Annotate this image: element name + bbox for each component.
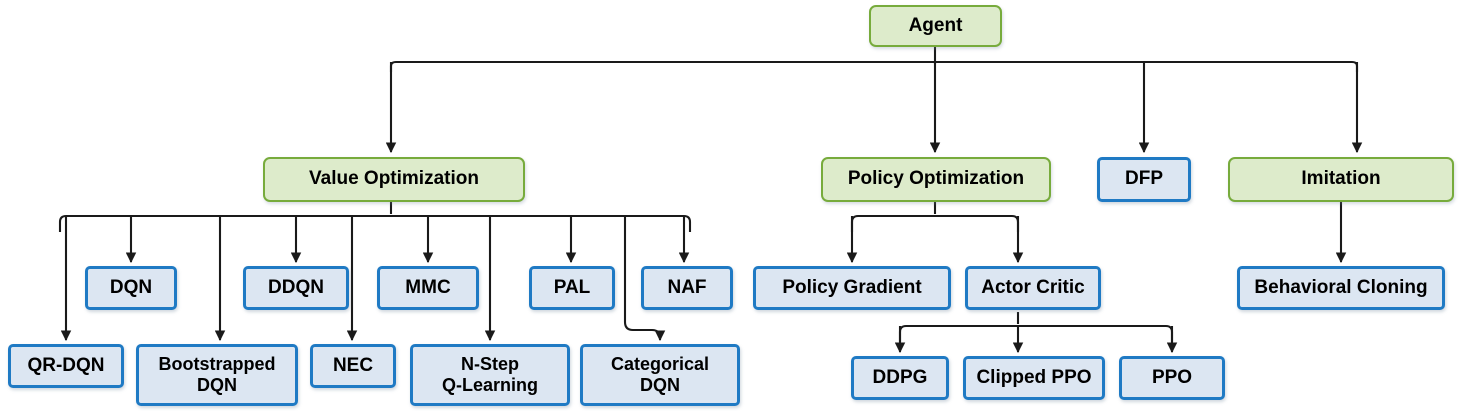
node-mmc[interactable]: MMC <box>377 266 479 310</box>
node-bootstrapped-dqn[interactable]: Bootstrapped DQN <box>136 344 298 406</box>
node-behavioral-cloning[interactable]: Behavioral Cloning <box>1237 266 1445 310</box>
edge-value-optimization-bus <box>58 214 692 232</box>
node-clipped-ppo[interactable]: Clipped PPO <box>963 356 1105 400</box>
edge-agent-bus <box>389 60 1359 72</box>
node-categorical-dqn[interactable]: Categorical DQN <box>580 344 740 406</box>
node-n-step-q-learning[interactable]: N-Step Q-Learning <box>410 344 570 406</box>
node-dfp[interactable]: DFP <box>1097 157 1191 202</box>
node-qr-dqn[interactable]: QR-DQN <box>8 344 124 388</box>
edge-policy-optimization-bus <box>850 214 1020 232</box>
node-policy-gradient[interactable]: Policy Gradient <box>753 266 951 310</box>
node-imitation[interactable]: Imitation <box>1228 157 1454 202</box>
node-agent[interactable]: Agent <box>869 5 1002 47</box>
node-ddpg[interactable]: DDPG <box>851 356 949 400</box>
node-actor-critic[interactable]: Actor Critic <box>965 266 1101 310</box>
node-ddqn[interactable]: DDQN <box>243 266 349 310</box>
edge-actor-critic-bus <box>898 324 1174 342</box>
node-pal[interactable]: PAL <box>529 266 615 310</box>
node-policy-optimization[interactable]: Policy Optimization <box>821 157 1051 202</box>
node-dqn[interactable]: DQN <box>85 266 177 310</box>
node-nec[interactable]: NEC <box>310 344 396 388</box>
node-value-optimization[interactable]: Value Optimization <box>263 157 525 202</box>
node-ppo[interactable]: PPO <box>1119 356 1225 400</box>
node-naf[interactable]: NAF <box>641 266 733 310</box>
